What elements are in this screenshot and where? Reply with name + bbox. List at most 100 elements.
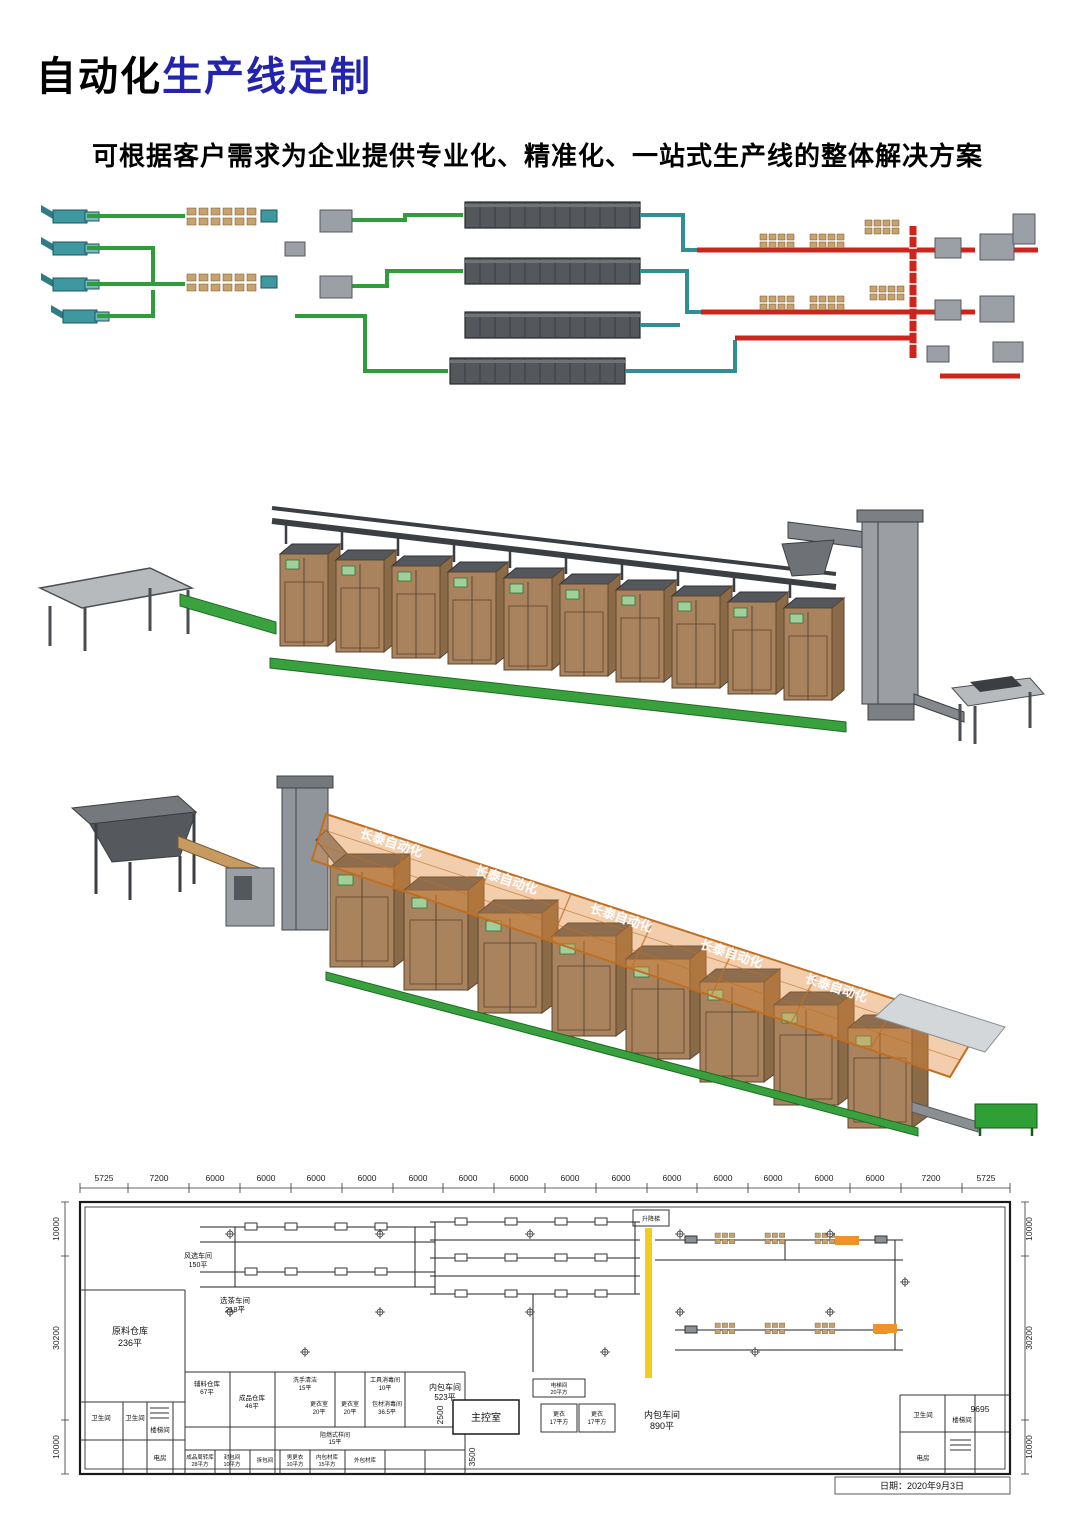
room-nangengyi-name: 男更衣 (287, 1453, 304, 1461)
room-wc2-name: 卫生间 (125, 1413, 145, 1422)
room-louti1-name: 楼梯间 (150, 1425, 170, 1434)
train-conveyor-green (325, 971, 919, 1137)
room-fengxuan-area: 150平 (189, 1261, 208, 1269)
dim-label-2500: 2500 (435, 1405, 445, 1424)
room-fuliao-area: 67平 (200, 1388, 214, 1396)
room-dianti-area: 20平方 (550, 1388, 568, 1396)
dim-label: 6000 (307, 1173, 326, 1183)
basket-clusters-right (759, 219, 905, 311)
room-zunan-name: 阻燃式样间 (320, 1431, 350, 1439)
small-machine (225, 867, 275, 927)
bucket-elevator (781, 509, 965, 723)
left-dimension-line (61, 1201, 69, 1475)
dim-label: 6000 (663, 1173, 682, 1183)
room-chengpin-area: 46平 (245, 1402, 259, 1410)
dim-label: 10000 (51, 1435, 61, 1459)
room-gengyi2-area: 20平 (344, 1409, 357, 1416)
dim-label: 6000 (409, 1173, 428, 1183)
production-line-schematic (40, 201, 1038, 385)
room-gengyi2-name: 更衣室 (341, 1400, 359, 1408)
building-outline-inner (84, 1206, 1006, 1470)
dim-label: 10000 (51, 1217, 61, 1241)
dim-label: 6000 (358, 1173, 377, 1183)
teal-conveyor-lines (625, 213, 737, 373)
dim-label: 6000 (764, 1173, 783, 1183)
dim-label: 6000 (866, 1173, 885, 1183)
room-neibaocai-name: 内包材库 (316, 1453, 339, 1461)
orange-highlight-marks (835, 1236, 897, 1333)
dim-label: 6000 (257, 1173, 276, 1183)
orange-canopy (310, 812, 982, 1079)
dim-label: 6000 (206, 1173, 225, 1183)
room-yuanliao-area: 236平 (118, 1338, 142, 1348)
room-fengbao-area: 10平方 (223, 1460, 241, 1468)
room-neibao2-name: 内包车间 (644, 1409, 680, 1420)
floor-conveyor-green (269, 657, 847, 733)
room-gengyi3-name: 更衣 (553, 1410, 565, 1418)
teal-feeders-group (40, 204, 110, 324)
room-gengyi3-area: 17平方 (550, 1418, 569, 1426)
incline-conveyor-green (179, 593, 277, 635)
room-gongju-area: 10平 (379, 1385, 392, 1392)
outfeed-table (950, 676, 1045, 744)
dim-label-3500: 3500 (467, 1447, 477, 1466)
yellow-highlight-bar (645, 1228, 652, 1378)
right-dimension-line (1021, 1201, 1029, 1475)
gray-machines-left (284, 209, 353, 299)
plan-lines-right (655, 1239, 903, 1351)
room-fengbao-name: 封包间 (224, 1453, 241, 1461)
infeed-hopper (70, 795, 198, 900)
dim-label: 5725 (95, 1173, 114, 1183)
plan-lines-left (200, 1226, 435, 1288)
room-labels: 风选车间 150平 选茶车间 218平 原料仓库 236平 辅料仓库 67平 成… (91, 1215, 972, 1468)
room-xuancha-area: 218平 (225, 1305, 246, 1314)
room-chengpin-name: 成品仓库 (239, 1393, 266, 1402)
room-zhouzhuan-area: 28平方 (191, 1460, 209, 1468)
top-frame (271, 506, 837, 598)
green-bin (974, 1103, 1038, 1136)
page-title-blue: 生产线定制 (162, 54, 372, 99)
isometric-line-elevator (37, 506, 1045, 744)
dim-label: 6000 (510, 1173, 529, 1183)
room-neibaocai-area: 15平方 (318, 1460, 336, 1468)
room-wc3-name: 卫生间 (913, 1410, 933, 1419)
room-chaibao-name: 拆包间 (257, 1456, 274, 1464)
room-shengjiangti-name: 升降梯 (642, 1215, 660, 1223)
room-dianfang1-name: 电房 (154, 1453, 167, 1462)
end-cover-panel (874, 993, 1006, 1053)
floor-plan: 5725 7200 6000 6000 6000 6000 6000 6000 … (51, 1173, 1034, 1495)
page-title-black: 自动化 (36, 54, 162, 99)
dim-label: 6000 (612, 1173, 631, 1183)
room-wc1-name: 卫生间 (91, 1413, 111, 1422)
room-dianfang2-name: 电房 (917, 1453, 930, 1462)
top-dimension-line (79, 1183, 1011, 1193)
room-zhukong-name: 主控室 (471, 1411, 501, 1424)
room-louti2-name: 楼梯间 (952, 1415, 972, 1424)
room-gengyi1-name: 更衣室 (310, 1400, 328, 1408)
dim-label: 6000 (714, 1173, 733, 1183)
room-gengyi4-name: 更衣 (591, 1410, 603, 1418)
room-xishou-area: 15平 (299, 1385, 312, 1392)
dim-label: 10000 (1024, 1217, 1034, 1241)
room-gengyi4-area: 17平方 (588, 1418, 607, 1426)
room-xuancha-name: 选茶车间 (220, 1295, 250, 1305)
gray-machines-right (926, 213, 1036, 363)
outfeed-chute (911, 1101, 979, 1133)
room-yuanliao-name: 原料仓库 (112, 1325, 148, 1336)
dim-label: 7200 (922, 1173, 941, 1183)
room-zunan-area: 15平 (329, 1439, 342, 1446)
room-gongju-name: 工具消毒间 (370, 1376, 400, 1384)
top-dimension-labels: 5725 7200 6000 6000 6000 6000 6000 6000 … (95, 1173, 996, 1183)
dim-label-9695: 9695 (971, 1404, 990, 1414)
room-neibao1-area: 523平 (434, 1393, 455, 1402)
room-xishou-name: 洗手清洁 (293, 1376, 317, 1384)
building-outline (78, 1200, 1012, 1476)
room-neibao2-area: 890平 (650, 1421, 674, 1431)
isometric-line-canopy: 长泰自动化 长泰自动化 长泰自动化 长泰自动化 长泰自动化 (70, 775, 1038, 1137)
room-gengyi1-area: 20平 (313, 1409, 326, 1416)
dim-label: 6000 (561, 1173, 580, 1183)
oven-machines-group (449, 201, 641, 385)
page-subtitle: 可根据客户需求为企业提供专业化、精准化、一站式生产线的整体解决方案 (91, 142, 983, 171)
dim-label: 10000 (1024, 1435, 1034, 1459)
dim-label: 6000 (459, 1173, 478, 1183)
